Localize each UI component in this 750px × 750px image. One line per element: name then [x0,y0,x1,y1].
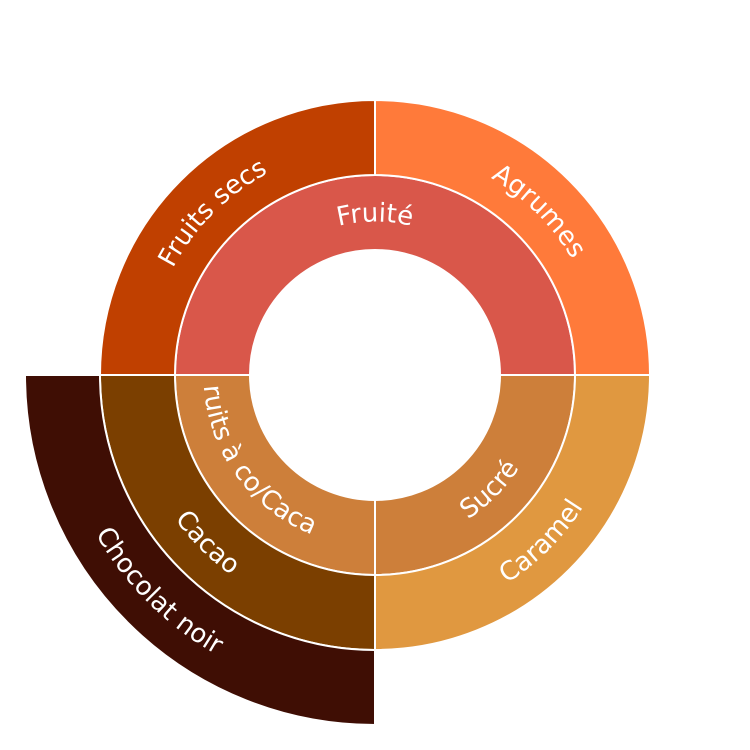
segment-arc[interactable] [23,374,376,727]
segment-arc[interactable] [374,98,652,376]
segment-arc[interactable] [374,374,652,652]
segment-arc[interactable] [98,98,376,376]
segment-label: Fruité [334,198,416,232]
